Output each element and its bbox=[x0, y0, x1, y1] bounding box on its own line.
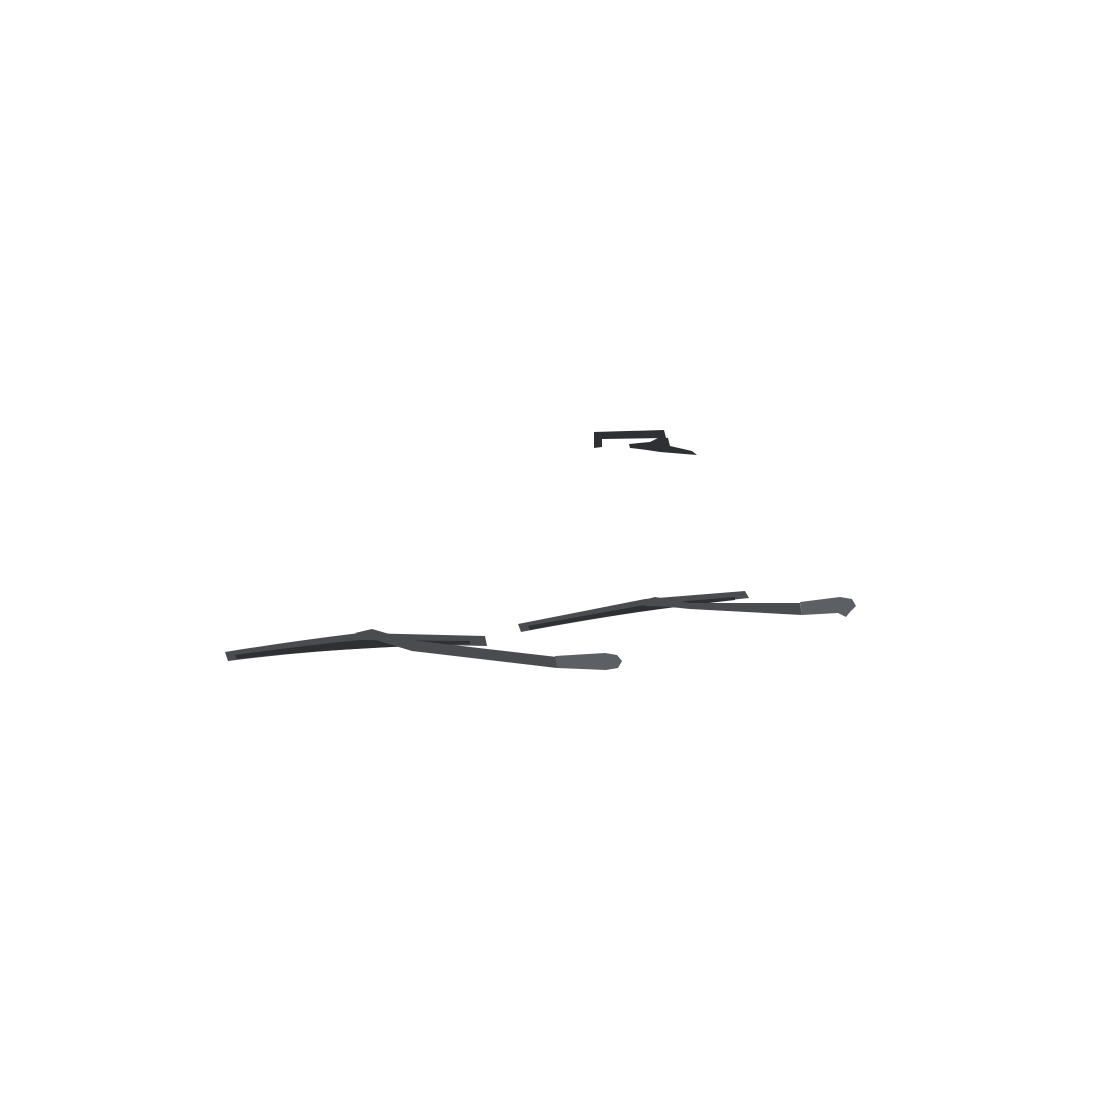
front-left-wiper bbox=[225, 629, 622, 670]
front-left-arm bbox=[355, 629, 557, 668]
front-right-arm bbox=[640, 597, 802, 615]
rear-arm-bracket bbox=[594, 430, 666, 448]
front-right-wiper bbox=[518, 591, 856, 632]
rear-wiper bbox=[594, 430, 697, 455]
front-left-arm-head bbox=[555, 653, 622, 670]
rear-blade bbox=[629, 437, 697, 455]
front-right-arm-head bbox=[800, 597, 856, 617]
